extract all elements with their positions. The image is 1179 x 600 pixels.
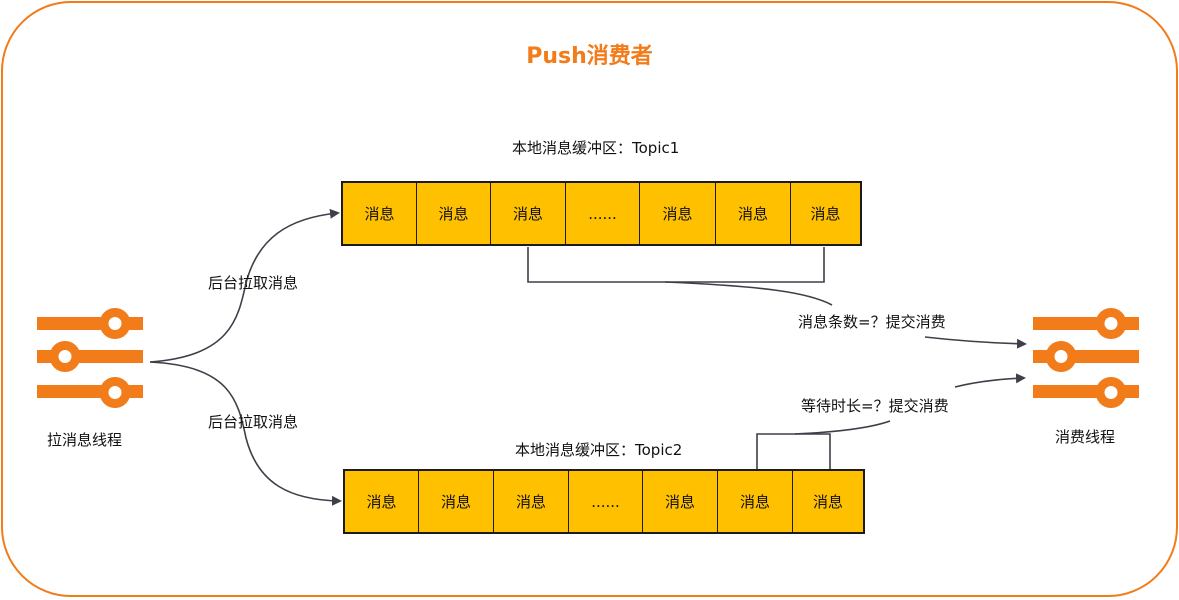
topic1-buffer: 消息 消息 消息 ...... 消息 消息 消息 <box>341 181 862 246</box>
time-arrow-lower <box>794 420 891 435</box>
topic1-message-cell: 消息 <box>640 183 716 244</box>
sliders-icon <box>1033 308 1139 408</box>
topic2-message-cell: 消息 <box>718 471 793 532</box>
diagram-title: Push消费者 <box>526 44 653 69</box>
topic1-message-cell: 消息 <box>716 183 791 244</box>
topic2-message-cell: 消息 <box>419 471 494 532</box>
pull-thread-label: 拉消息线程 <box>47 431 123 449</box>
topic2-message-cell: 消息 <box>643 471 718 532</box>
count-arrow-upper <box>664 281 833 306</box>
topic1-buffer-label: 本地消息缓冲区：Topic1 <box>512 139 680 157</box>
sliders-icon <box>37 308 143 408</box>
topic2-message-cell: 消息 <box>494 471 569 532</box>
time-condition-label: 等待时长=？提交消费 <box>801 397 949 415</box>
topic1-message-cell: 消息 <box>343 183 417 244</box>
topic1-message-cell: 消息 <box>810 205 841 223</box>
pull-label-top: 后台拉取消息 <box>208 274 299 292</box>
topic2-ellipsis-cell: ...... <box>569 471 643 532</box>
topic1-message-cell: 消息 <box>417 183 491 244</box>
pull-arrow-topic2 <box>149 361 342 506</box>
consume-thread-label: 消费线程 <box>1055 428 1116 446</box>
pull-arrow-topic1 <box>149 208 340 363</box>
pull-label-bottom: 后台拉取消息 <box>208 413 299 431</box>
topic2-time-bracket <box>756 433 831 469</box>
count-condition-label: 消息条数=？提交消费 <box>798 313 946 331</box>
topic2-buffer: 消息 消息 消息 ...... 消息 消息 消息 <box>343 469 865 534</box>
topic1-message-cell: 消息 <box>491 183 566 244</box>
time-arrow-upper <box>954 373 1026 388</box>
topic2-buffer-label: 本地消息缓冲区：Topic2 <box>515 441 683 459</box>
topic1-count-bracket <box>527 247 825 283</box>
topic1-ellipsis-cell: ...... <box>566 183 640 244</box>
topic2-message-cell: 消息 <box>345 471 419 532</box>
topic2-message-cell: 消息 <box>812 493 843 511</box>
count-arrow-lower <box>924 336 1027 349</box>
